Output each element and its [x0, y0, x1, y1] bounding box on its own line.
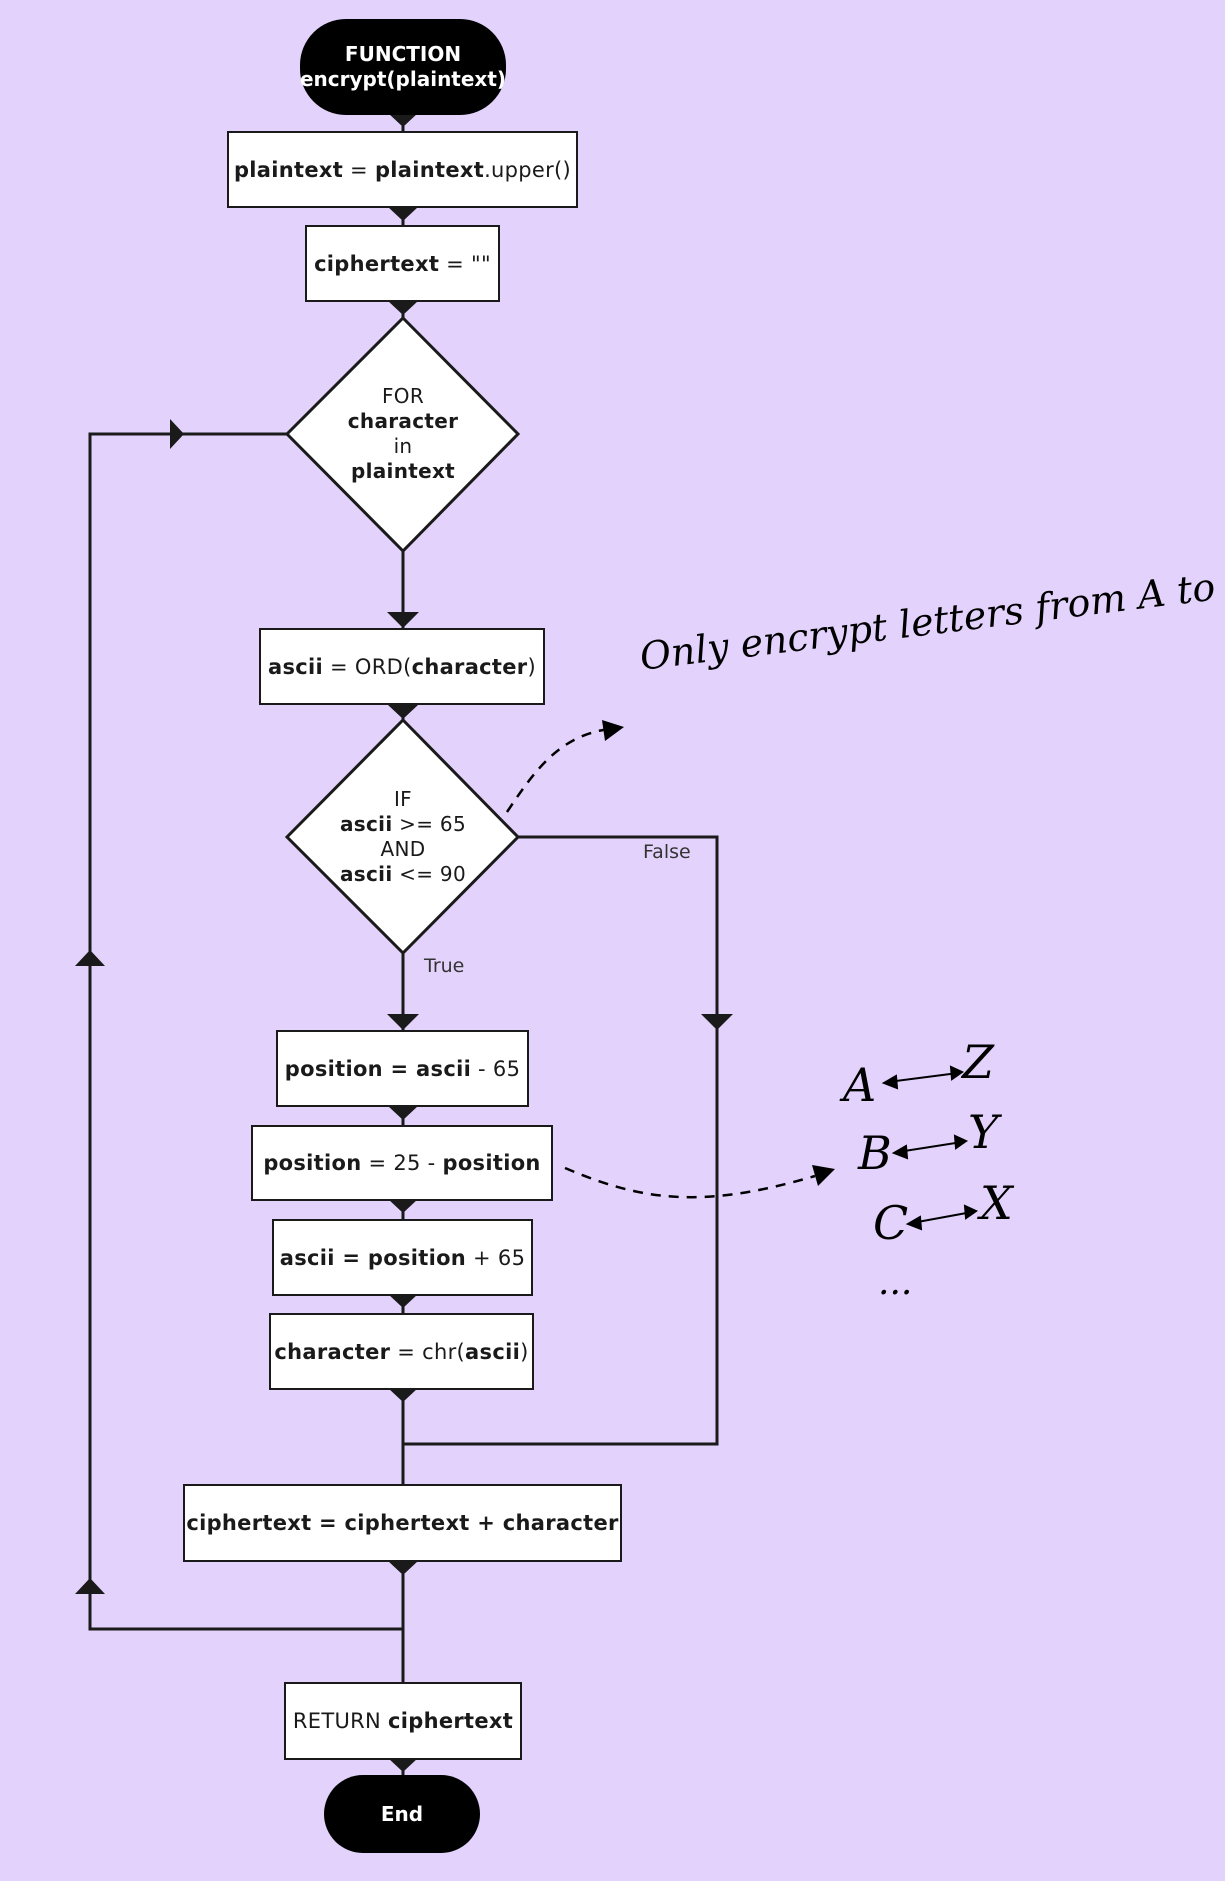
step-return: RETURN ciphertext	[284, 1682, 522, 1760]
decision-diamond	[284, 717, 521, 956]
pair-a-right: Z	[962, 1035, 994, 1089]
pos-rest: - 65	[471, 1056, 521, 1081]
loop-iter: plaintext	[350, 459, 456, 483]
step-ascii: ascii = position + 65	[272, 1219, 533, 1296]
upper-eq: =	[343, 157, 375, 182]
loop-text: FOR character in plaintext	[323, 370, 483, 498]
decision-v1: ascii	[340, 812, 393, 836]
concat-text: ciphertext = ciphertext + character	[186, 1511, 619, 1535]
return-kw: RETURN	[292, 1709, 389, 1733]
step-uppercase: plaintext = plaintext.upper()	[227, 131, 578, 208]
true-label: True	[424, 955, 465, 977]
decision-c2: <= 90	[392, 862, 466, 886]
pair-a-left: A	[843, 1058, 877, 1112]
mapping-arrow-head	[812, 1165, 835, 1186]
pair-c-right: X	[980, 1176, 1013, 1230]
loop-var: character	[347, 409, 459, 433]
chr-close: )	[520, 1339, 529, 1364]
decision-and: AND	[380, 837, 426, 861]
upper-method: .upper()	[484, 157, 572, 182]
decision-c1: >= 65	[392, 812, 466, 836]
ascii-lhs: ascii = position	[279, 1245, 467, 1270]
chr-mid: = chr(	[390, 1339, 466, 1364]
step-init-ciphertext: ciphertext = ""	[305, 225, 500, 302]
loop-kw: FOR	[381, 384, 425, 408]
start-line1: FUNCTION	[344, 42, 462, 66]
mapping-arrow-line	[564, 1166, 816, 1199]
init-var: ciphertext	[314, 251, 440, 276]
note-arrow-head	[602, 720, 624, 741]
rev-rhs: position	[442, 1151, 541, 1175]
chr-arg: ascii	[465, 1339, 521, 1364]
init-rest: = ""	[439, 251, 491, 276]
pair-b-left: B	[858, 1126, 892, 1180]
end-terminal: End	[324, 1775, 480, 1853]
end-label: End	[380, 1801, 424, 1826]
decision-kw: IF	[393, 787, 412, 811]
pair-b-right: Y	[968, 1105, 999, 1159]
ord-fn: ORD(	[354, 654, 412, 679]
step-concat: ciphertext = ciphertext + character	[183, 1484, 622, 1562]
step-reverse: position = 25 - position	[251, 1125, 553, 1201]
loop-diamond	[284, 315, 521, 554]
start-line2: encrypt(plaintext)	[299, 67, 507, 91]
upper-var: plaintext	[233, 157, 344, 182]
rev-mid: = 25 -	[361, 1151, 443, 1175]
step-ord: ascii = ORD(character)	[259, 628, 545, 705]
pair-ellipsis: ...	[878, 1262, 913, 1303]
step-chr: character = chr(ascii)	[269, 1313, 534, 1390]
decision-v2: ascii	[340, 862, 393, 886]
ord-eq: =	[323, 654, 355, 679]
note-arrow-line	[505, 727, 611, 813]
ord-arg: character	[411, 654, 528, 679]
chr-lhs: character	[274, 1339, 391, 1364]
step-position: position = ascii - 65	[276, 1030, 529, 1107]
ord-var: ascii	[268, 654, 324, 679]
decision-text: IF ascii >= 65 AND ascii <= 90	[323, 773, 483, 901]
return-var: ciphertext	[388, 1709, 514, 1733]
rev-lhs: position	[263, 1151, 362, 1175]
ord-close: )	[527, 654, 536, 679]
ascii-rest: + 65	[466, 1245, 526, 1270]
pair-c-left: C	[873, 1196, 909, 1250]
pos-lhs: position = ascii	[284, 1056, 472, 1081]
upper-obj: plaintext	[374, 157, 485, 182]
false-label: False	[643, 841, 691, 863]
start-terminal: FUNCTION encrypt(plaintext)	[300, 19, 506, 115]
loop-in: in	[393, 434, 413, 458]
